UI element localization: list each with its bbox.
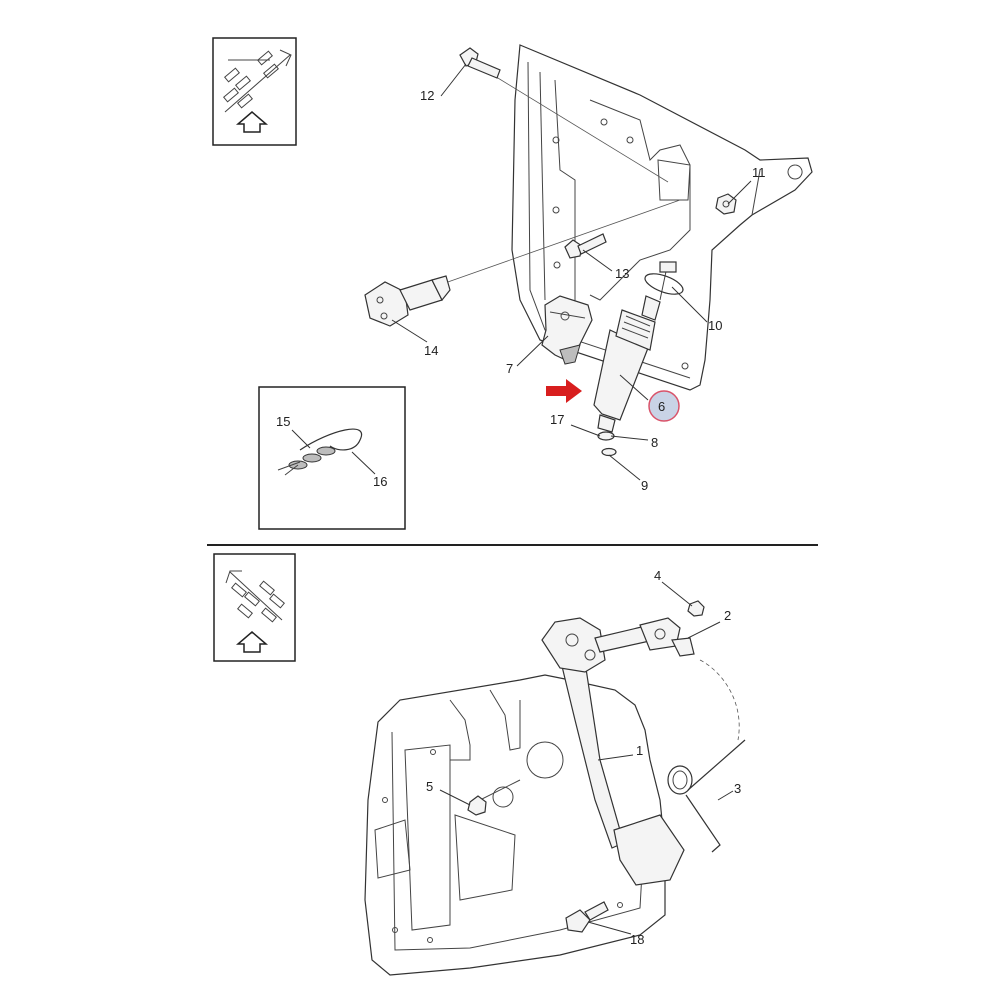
bolt-13: [564, 233, 607, 259]
pedal-box-plate: [364, 674, 666, 976]
seal-10: [644, 261, 684, 295]
callout-labels: 12 11 13 10 14 7 6 17 8 9 15 16 4 2 1 3 …: [276, 88, 766, 947]
callout-8: 8: [651, 435, 658, 450]
leader-lines: [291, 63, 752, 935]
orientation-box-top: [212, 37, 297, 146]
highlight-6: [648, 390, 680, 422]
callout-2: 2: [724, 608, 731, 623]
callout-16: 16: [373, 474, 387, 489]
callout-13: 13: [615, 266, 629, 281]
callout-5: 5: [426, 779, 433, 794]
master-cylinder-6: [593, 261, 669, 433]
nut-11: [715, 193, 737, 215]
bracket-7: [541, 295, 593, 365]
washer-9: [601, 447, 617, 457]
callout-9: 9: [641, 478, 648, 493]
callout-14: 14: [424, 343, 438, 358]
callout-12: 12: [420, 88, 434, 103]
nut-4: [687, 600, 705, 617]
callout-1: 1: [636, 743, 643, 758]
sensor-14: [364, 275, 451, 327]
callout-18: 18: [630, 932, 644, 947]
up-arrow-icon: [235, 631, 269, 653]
callout-17: 17: [550, 412, 564, 427]
orientation-box-bottom: [213, 553, 296, 662]
nut-5: [467, 795, 487, 816]
red-pointer-arrow-icon: [546, 379, 582, 403]
callout-6: 6: [658, 399, 665, 414]
left-hand-drive-icon: [223, 49, 292, 113]
clip-18: [565, 901, 609, 933]
callout-4: 4: [654, 568, 661, 583]
callout-15: 15: [276, 414, 290, 429]
callout-3: 3: [734, 781, 741, 796]
bolt-12: [459, 47, 501, 79]
callout-11: 11: [752, 165, 766, 180]
bushing-2: [639, 617, 695, 657]
up-arrow-icon: [235, 111, 269, 133]
callout-10: 10: [708, 318, 722, 333]
inset-box: [258, 386, 406, 530]
callout-7: 7: [506, 361, 513, 376]
pedal-1: [541, 617, 685, 886]
left-hand-drive-icon: [225, 570, 285, 623]
spring-3: [667, 739, 746, 853]
